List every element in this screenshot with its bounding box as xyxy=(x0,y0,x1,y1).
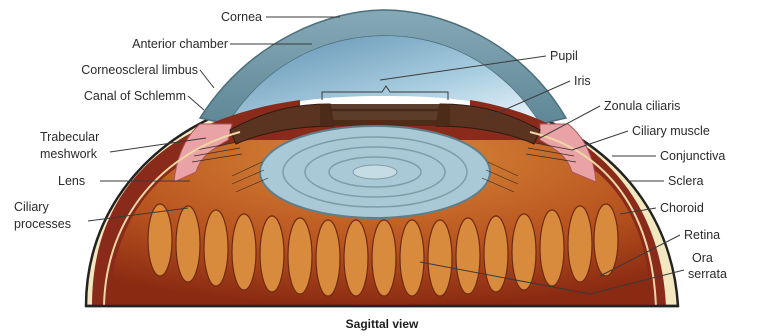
label-cornea: Cornea xyxy=(221,10,262,24)
label-lens: Lens xyxy=(58,174,85,188)
label-ciliary-line1: Ciliary xyxy=(14,200,49,214)
label-canal-of-schlemm: Canal of Schlemm xyxy=(84,89,186,103)
diagram-caption: Sagittal view xyxy=(346,317,419,331)
label-iris: Iris xyxy=(574,74,591,88)
lens xyxy=(260,126,490,218)
label-zonula-ciliaris: Zonula ciliaris xyxy=(604,99,680,113)
label-sclera: Sclera xyxy=(668,174,703,188)
label-trabecular-line2: meshwork xyxy=(40,147,98,161)
label-ciliary-line2: processes xyxy=(14,217,71,231)
label-anterior-chamber: Anterior chamber xyxy=(132,37,228,51)
label-retina: Retina xyxy=(684,228,720,242)
label-trabecular-line1: Trabecular xyxy=(40,130,99,144)
label-conjunctiva: Conjunctiva xyxy=(660,149,725,163)
label-pupil: Pupil xyxy=(550,49,578,63)
label-corneoscleral-limbus: Corneoscleral limbus xyxy=(81,63,198,77)
label-choroid: Choroid xyxy=(660,201,704,215)
label-ora-line2: serrata xyxy=(688,267,727,281)
label-ora-line1: Ora xyxy=(692,251,713,265)
label-ciliary-muscle: Ciliary muscle xyxy=(632,124,710,138)
